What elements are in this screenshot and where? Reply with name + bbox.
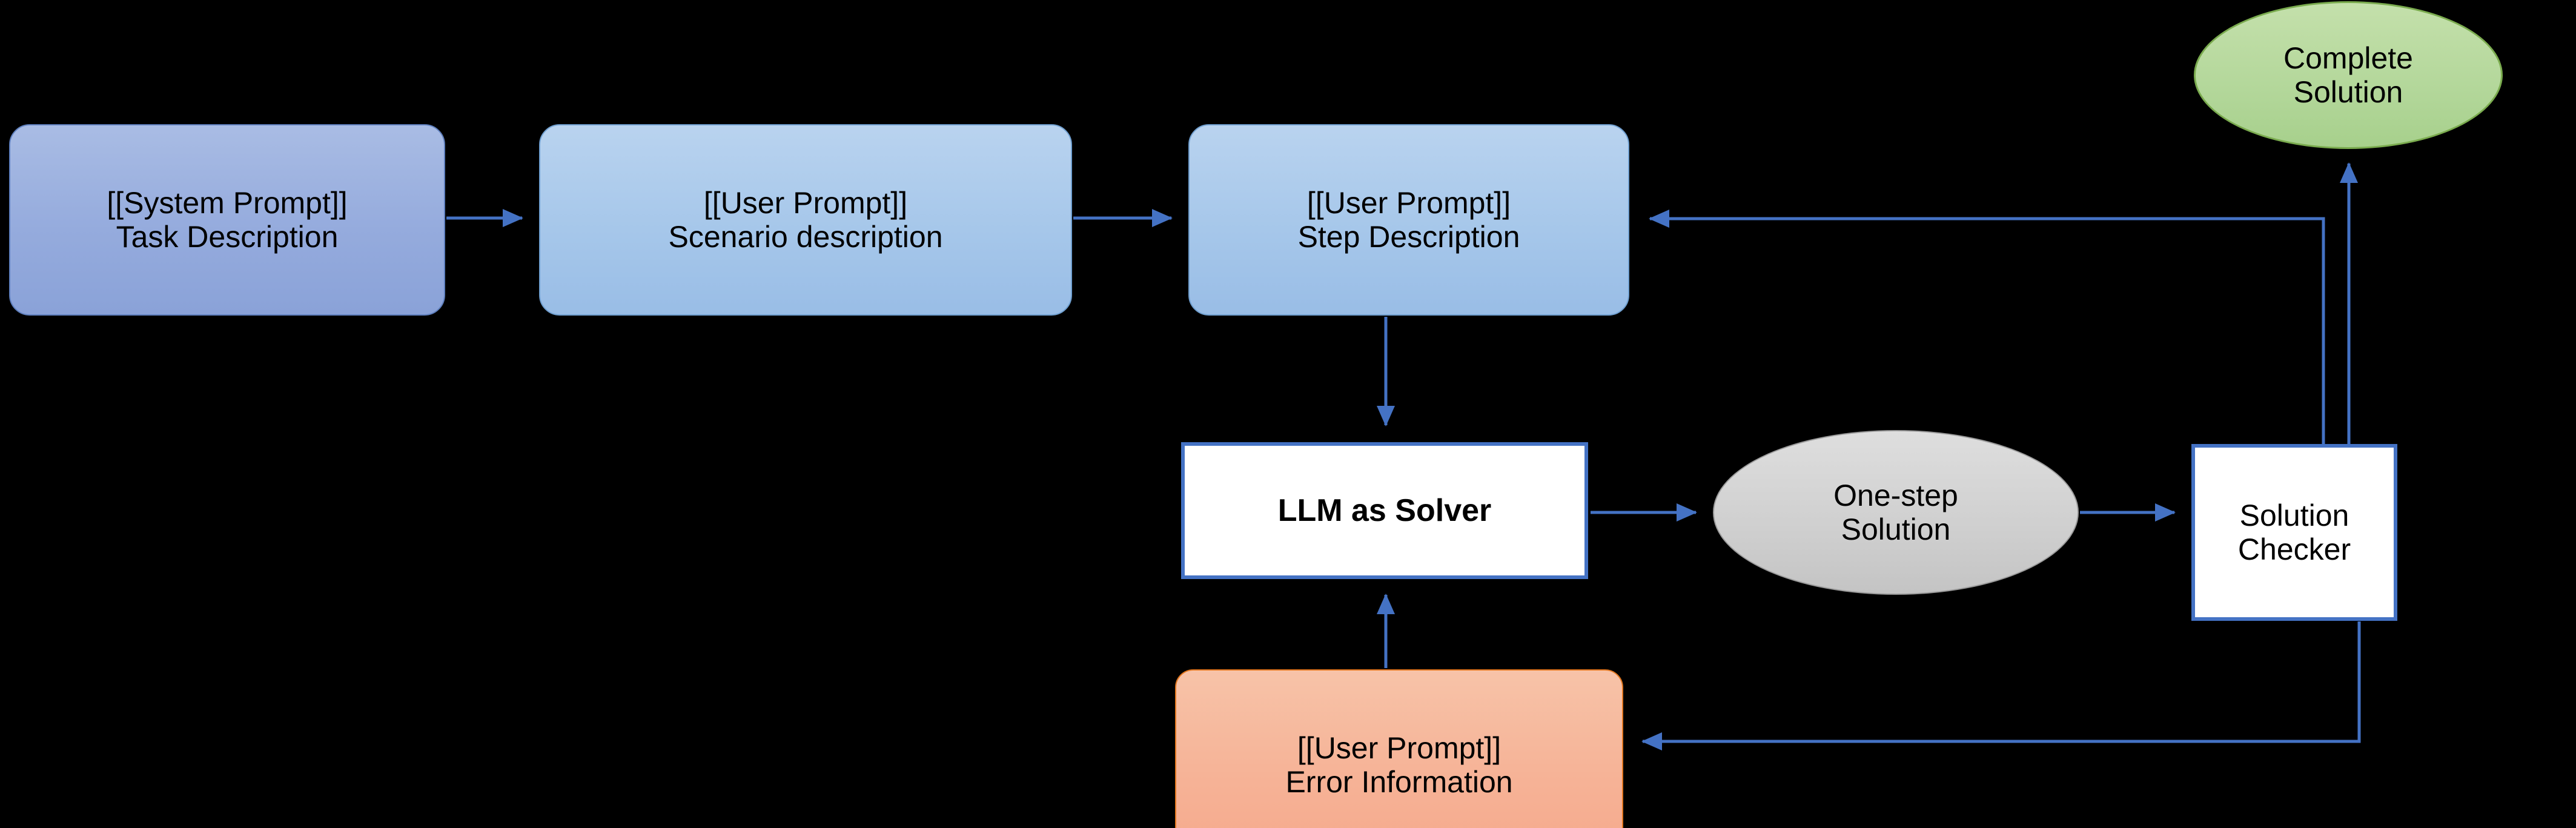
node-one-step-solution-line2: Solution (1841, 512, 1951, 546)
node-step-prompt-line1: [[User Prompt]] (1306, 186, 1511, 220)
node-system-prompt-line1: [[System Prompt]] (107, 186, 348, 220)
node-scenario-prompt-line1: [[User Prompt]] (703, 186, 908, 220)
node-solution-checker-line1: Solution (2239, 498, 2349, 532)
node-scenario-prompt[interactable]: [[User Prompt]] Scenario description (539, 124, 1072, 316)
node-llm-solver-label: LLM as Solver (1277, 492, 1492, 528)
edge-checker-to-error (1641, 621, 2361, 750)
node-one-step-solution[interactable]: One-step Solution (1713, 430, 2079, 595)
node-error-information[interactable]: [[User Prompt]] Error Information (1175, 669, 1623, 828)
node-solution-checker-line2: Checker (2237, 532, 2351, 566)
node-complete-solution-line2: Solution (2293, 75, 2403, 109)
node-system-prompt[interactable]: [[System Prompt]] Task Description (9, 124, 445, 316)
node-scenario-prompt-line2: Scenario description (668, 220, 943, 254)
node-error-information-line1: [[User Prompt]] (1297, 731, 1502, 765)
node-error-information-line2: Error Information (1285, 765, 1513, 799)
node-one-step-solution-line1: One-step (1833, 479, 1958, 512)
node-solution-checker[interactable]: Solution Checker (2191, 444, 2397, 621)
node-step-prompt[interactable]: [[User Prompt]] Step Description (1188, 124, 1629, 316)
node-complete-solution[interactable]: Complete Solution (2194, 1, 2503, 149)
node-system-prompt-line2: Task Description (116, 220, 339, 254)
edge-checker-to-step (1649, 210, 2325, 444)
node-step-prompt-line2: Step Description (1297, 220, 1520, 254)
node-llm-solver[interactable]: LLM as Solver (1181, 442, 1588, 579)
node-complete-solution-line1: Complete (2283, 41, 2413, 75)
